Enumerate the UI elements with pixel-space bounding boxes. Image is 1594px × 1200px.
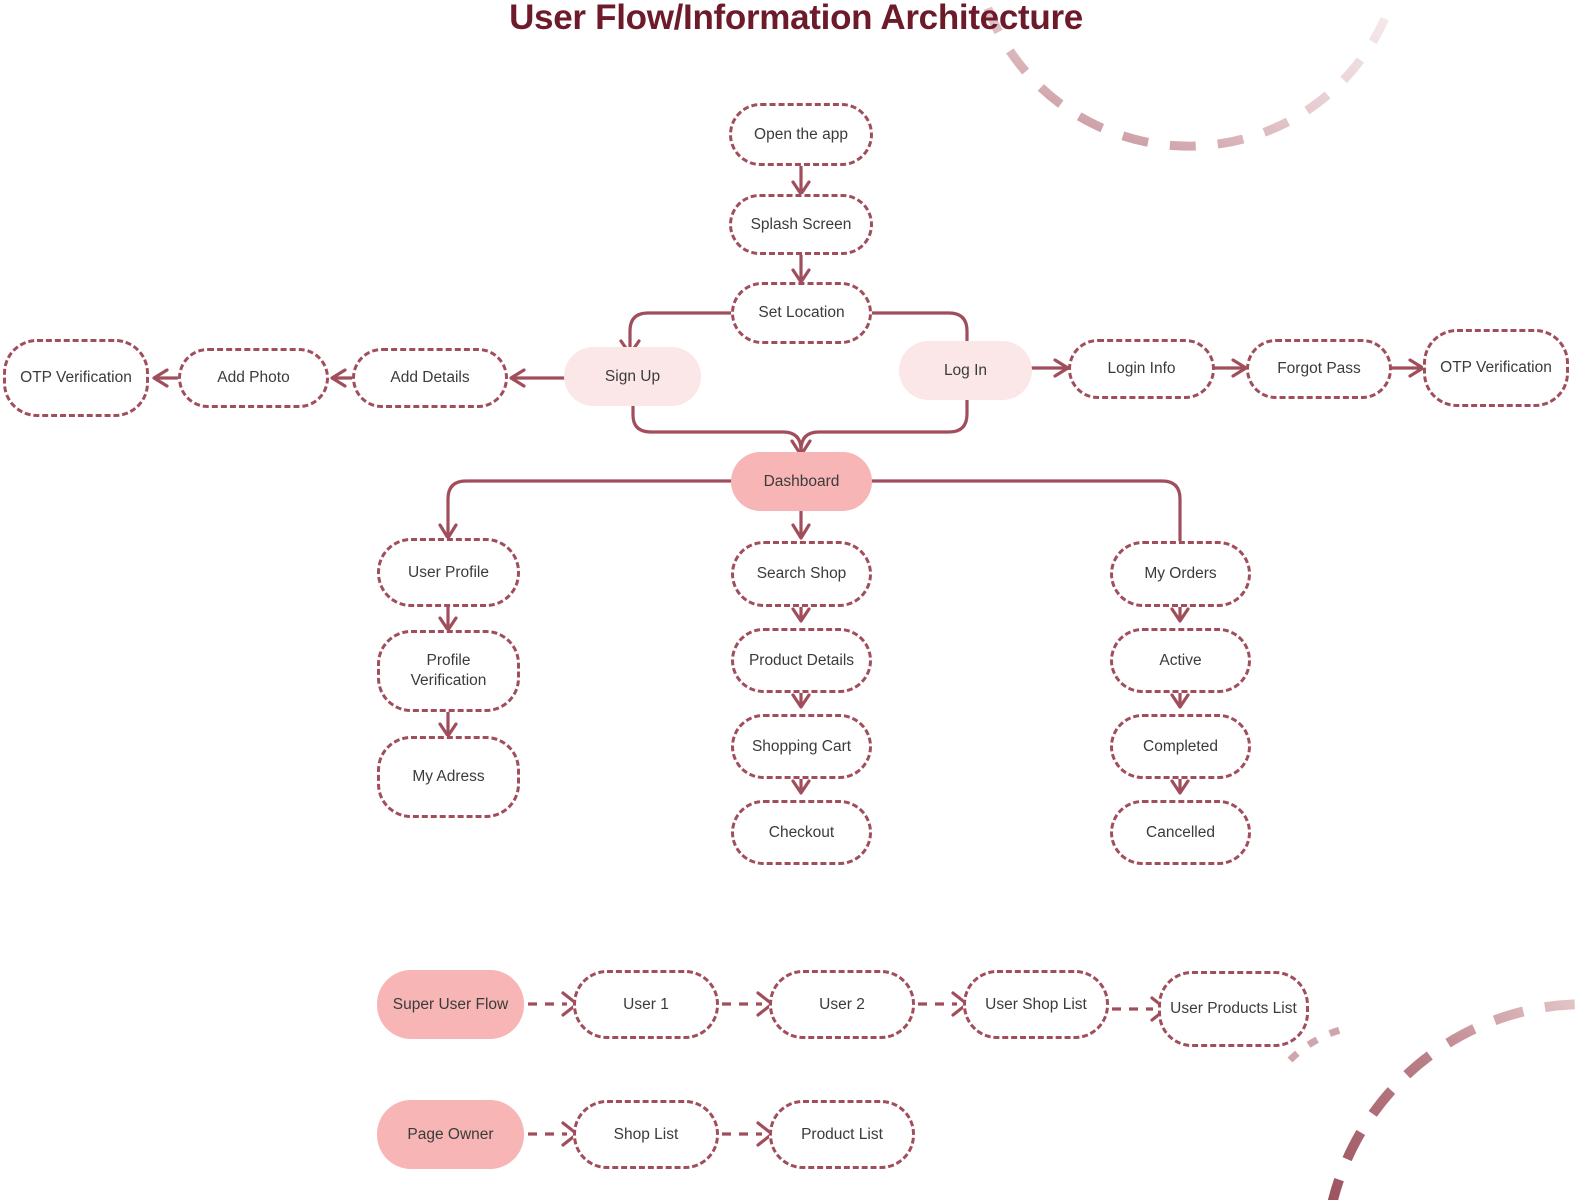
node-label: User 2 (819, 995, 865, 1013)
node-otp-verification-left[interactable]: OTP Verification (3, 339, 149, 417)
node-label: Splash Screen (750, 215, 852, 233)
node-user-products-list[interactable]: User Products List (1158, 971, 1309, 1047)
node-dashboard[interactable]: Dashboard (731, 452, 872, 511)
node-checkout[interactable]: Checkout (731, 800, 872, 865)
node-label: OTP Verification (20, 369, 132, 387)
node-label: My Adress (412, 768, 485, 786)
node-log-in[interactable]: Log In (899, 341, 1032, 400)
node-splash-screen[interactable]: Splash Screen (729, 194, 873, 255)
node-label: User Profile (408, 563, 489, 581)
node-product-details[interactable]: Product Details (731, 628, 872, 693)
node-label: Set Location (758, 304, 845, 322)
node-label: Product List (801, 1125, 883, 1143)
node-profile-verification[interactable]: Profile Verification (377, 630, 520, 712)
node-user-2[interactable]: User 2 (769, 970, 915, 1039)
node-my-adress[interactable]: My Adress (377, 736, 520, 818)
node-completed[interactable]: Completed (1110, 714, 1251, 779)
node-label: Sign Up (604, 367, 661, 385)
node-user-1[interactable]: User 1 (573, 970, 719, 1039)
node-page-owner[interactable]: Page Owner (377, 1100, 524, 1169)
node-cancelled[interactable]: Cancelled (1110, 800, 1251, 865)
node-label: Cancelled (1146, 823, 1215, 841)
node-label: Shopping Cart (751, 737, 852, 755)
node-super-user-flow[interactable]: Super User Flow (377, 970, 524, 1039)
node-my-orders[interactable]: My Orders (1110, 541, 1251, 607)
node-add-details[interactable]: Add Details (352, 348, 508, 408)
node-add-photo[interactable]: Add Photo (178, 348, 329, 408)
node-product-list[interactable]: Product List (769, 1100, 915, 1169)
node-label: Dashboard (763, 472, 840, 490)
node-label: User 1 (623, 995, 669, 1013)
node-set-location[interactable]: Set Location (731, 282, 872, 344)
node-open-the-app[interactable]: Open the app (729, 103, 873, 166)
node-sign-up[interactable]: Sign Up (564, 347, 701, 406)
node-label: Open the app (754, 125, 848, 143)
node-label: Search Shop (756, 565, 847, 583)
node-user-shop-list[interactable]: User Shop List (963, 970, 1109, 1039)
node-label: Forgot Pass (1277, 360, 1361, 378)
node-label: Log In (943, 361, 988, 379)
node-label: Add Photo (217, 369, 290, 387)
node-login-info[interactable]: Login Info (1068, 339, 1215, 399)
node-label: Completed (1143, 737, 1218, 755)
node-label: Active (1159, 651, 1202, 669)
node-label: Login Info (1107, 360, 1176, 378)
node-search-shop[interactable]: Search Shop (731, 541, 872, 607)
node-otp-verification-right[interactable]: OTP Verification (1423, 329, 1569, 407)
node-label: OTP Verification (1440, 359, 1552, 377)
node-shopping-cart[interactable]: Shopping Cart (731, 714, 872, 779)
node-label: User Shop List (985, 995, 1087, 1013)
node-forgot-pass[interactable]: Forgot Pass (1246, 339, 1392, 399)
page-title: User Flow/Information Architecture (509, 0, 1083, 37)
node-shop-list[interactable]: Shop List (573, 1100, 719, 1169)
node-label: Shop List (613, 1125, 679, 1143)
node-label: Super User Flow (392, 995, 509, 1013)
node-label: Add Details (390, 369, 470, 387)
node-label: Checkout (768, 823, 835, 841)
node-label: User Products List (1170, 1000, 1297, 1018)
node-label: My Orders (1144, 565, 1217, 583)
node-user-profile[interactable]: User Profile (377, 538, 520, 607)
node-active[interactable]: Active (1110, 628, 1251, 693)
node-label: Profile Verification (410, 652, 487, 689)
node-label: Page Owner (407, 1125, 494, 1143)
node-label: Product Details (748, 651, 855, 669)
